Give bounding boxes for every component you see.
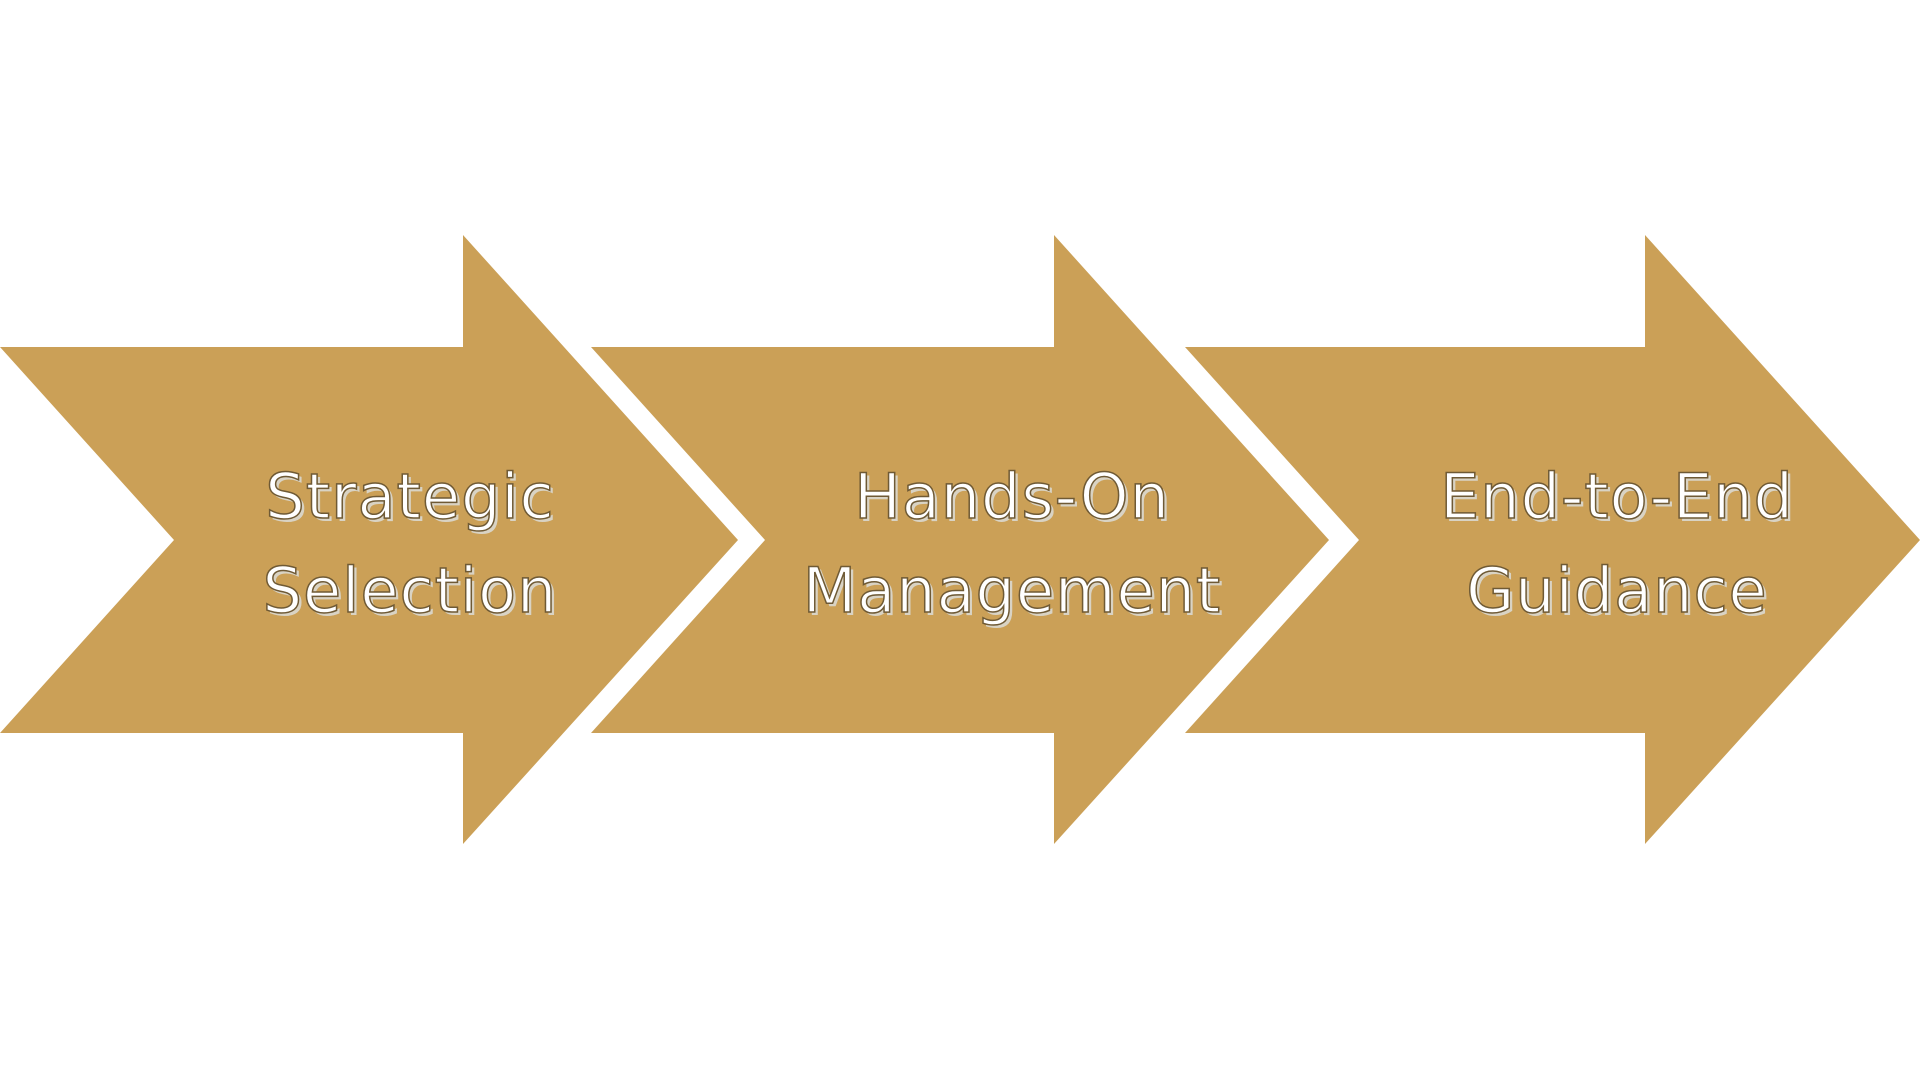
arrow-shape-step-2 — [591, 235, 1329, 844]
step-3-label-line-2: Guidance — [1466, 553, 1768, 628]
step-3-label-line-1: End-to-End — [1439, 459, 1794, 534]
step-2-label-line-2: Management — [802, 553, 1222, 628]
arrow-shape-step-3 — [1185, 235, 1920, 844]
step-1-label-line-1: Strategic — [265, 459, 555, 534]
arrow-shape-step-1 — [0, 235, 738, 844]
step-2-label: Hands-On Management — [702, 450, 1322, 638]
step-2-label-line-1: Hands-On — [853, 459, 1170, 534]
step-3-label: End-to-End Guidance — [1307, 450, 1920, 638]
step-1-label: Strategic Selection — [100, 450, 720, 638]
step-1-label-line-2: Selection — [262, 553, 558, 628]
